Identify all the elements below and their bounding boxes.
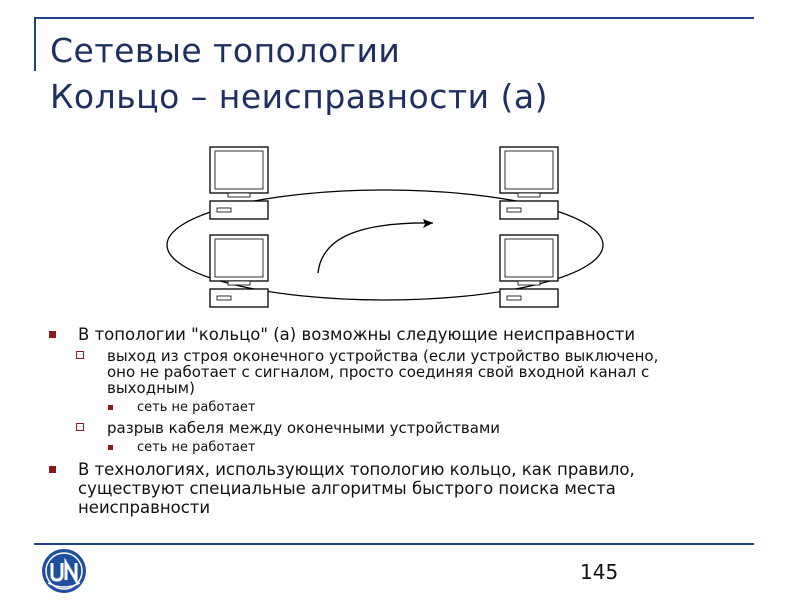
- left-rule: [34, 17, 36, 71]
- title-line-2: Кольцо – неисправности (а): [50, 77, 548, 116]
- page-number: 145: [580, 560, 619, 584]
- ring-topology-diagram: [166, 146, 604, 308]
- bottom-rule: [34, 543, 754, 545]
- hollow-square-bullet-icon: [76, 351, 84, 359]
- slide-title: Сетевые топологии Кольцо – неисправности…: [50, 28, 548, 120]
- sub-bullet-text: разрыв кабеля между оконечными устройств…: [107, 419, 501, 437]
- sub-sub-bullet-item: сеть не работает: [44, 400, 764, 415]
- sub-sub-bullet-item: сеть не работает: [44, 440, 764, 455]
- curved-arrow-icon: [317, 219, 434, 274]
- sub-bullet-item: выход из строя оконечного устройства (ес…: [44, 348, 764, 396]
- computer-icon: [209, 146, 269, 220]
- computer-icon: [209, 234, 269, 308]
- small-square-bullet-icon: [108, 405, 113, 410]
- sub-sub-bullet-text: сеть не работает: [137, 440, 256, 455]
- title-line-1: Сетевые топологии: [50, 31, 401, 70]
- computer-icon: [499, 234, 559, 308]
- bullet-text: В топологии "кольцо" (а) возможны следую…: [78, 325, 636, 344]
- bullet-text: В технологиях, использующих топологию ко…: [78, 460, 635, 517]
- sub-sub-bullet-text: сеть не работает: [137, 400, 256, 415]
- sub-bullet-text: выход из строя оконечного устройства (ес…: [107, 347, 659, 397]
- computer-icon: [499, 146, 559, 220]
- small-square-bullet-icon: [108, 445, 113, 450]
- bullet-item: В технологиях, использующих топологию ко…: [44, 460, 764, 517]
- bullet-list: В топологии "кольцо" (а) возможны следую…: [44, 325, 764, 521]
- bullet-item: В топологии "кольцо" (а) возможны следую…: [44, 325, 764, 344]
- hollow-square-bullet-icon: [76, 423, 84, 431]
- unn-logo-icon: [42, 549, 86, 593]
- ring-cable: [166, 189, 604, 301]
- square-bullet-icon: [49, 331, 56, 338]
- sub-bullet-item: разрыв кабеля между оконечными устройств…: [44, 420, 764, 436]
- top-rule: [34, 17, 754, 19]
- square-bullet-icon: [49, 466, 56, 473]
